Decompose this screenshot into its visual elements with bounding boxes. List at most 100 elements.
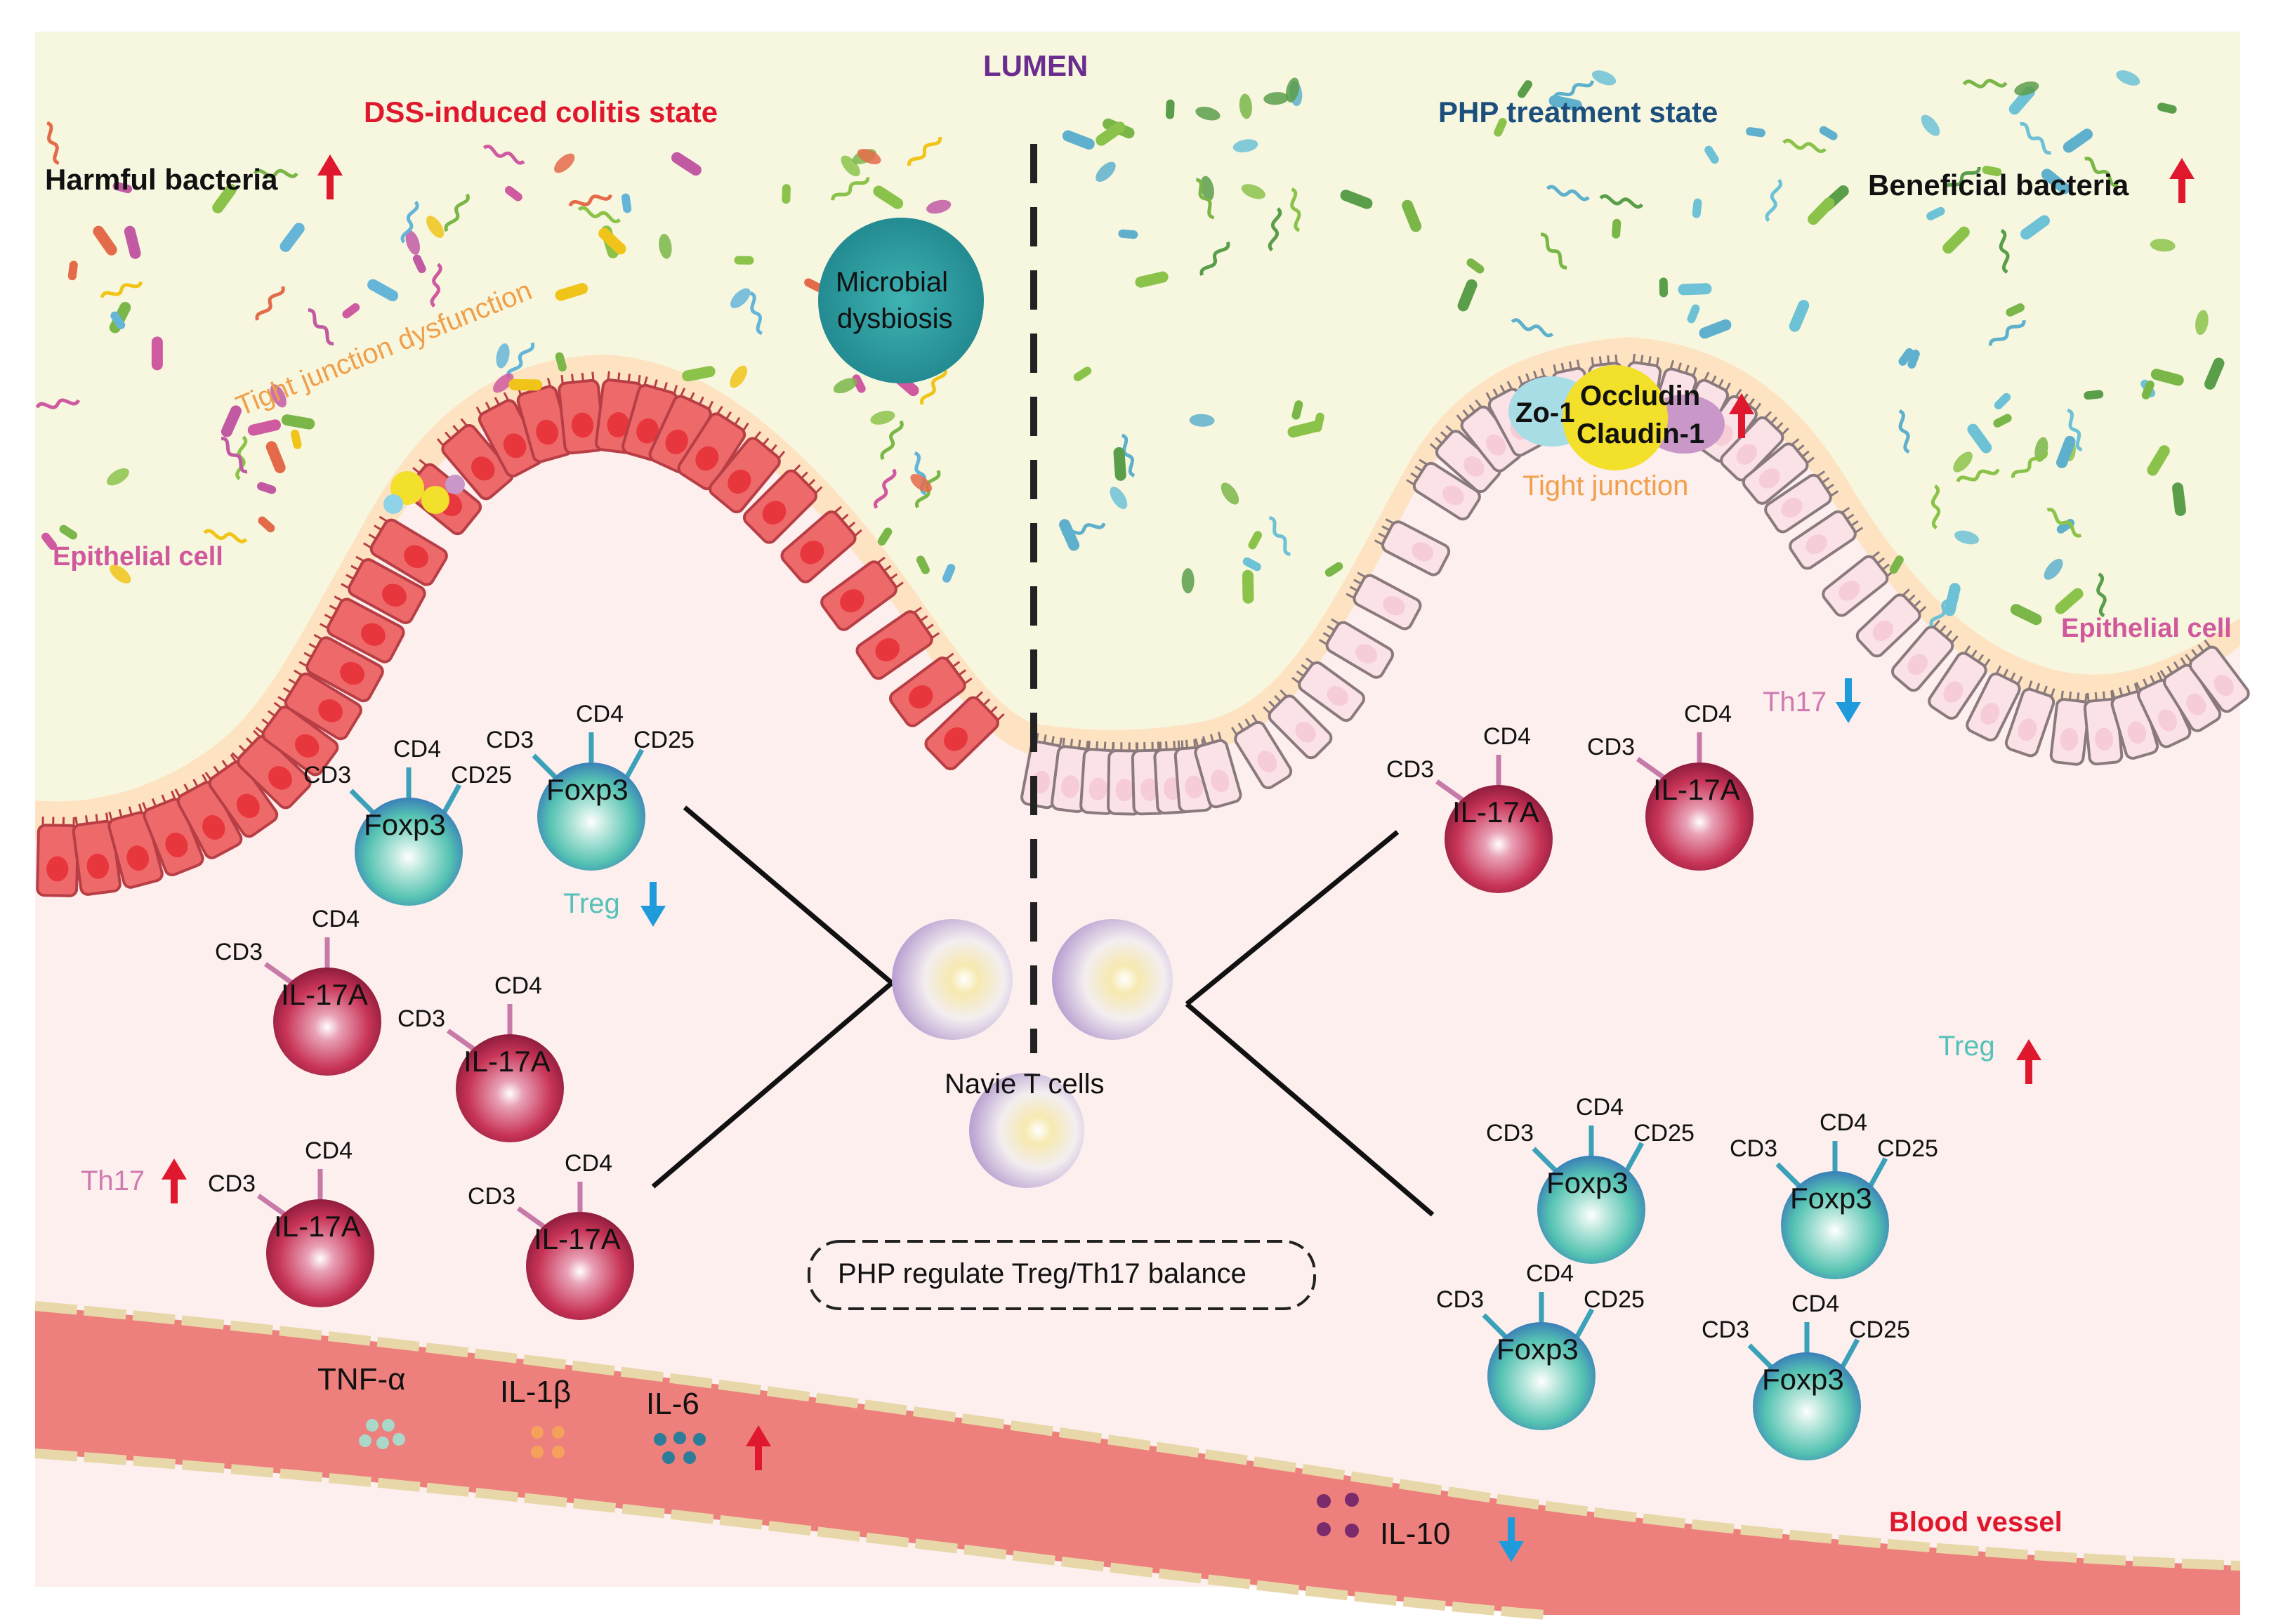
bacterium (405, 230, 420, 255)
bacterium (831, 177, 870, 201)
bacterium (1967, 423, 1992, 454)
healthy-epithelial-cell (1318, 618, 1395, 679)
bacterium (852, 374, 866, 393)
treg-cell (1775, 1141, 1889, 1279)
bacterium (291, 429, 302, 449)
cell-name-label: IL-17A (281, 978, 368, 1011)
cell-name-label: Foxp3 (546, 773, 629, 806)
bacterium (444, 193, 470, 232)
bacterium (621, 193, 632, 213)
healthy-epithelial-cell (1291, 657, 1366, 722)
bacterium (730, 288, 751, 308)
bacterium (1907, 349, 1920, 369)
bacterium (1285, 77, 1300, 103)
bacterium (734, 256, 754, 265)
bacterium (1195, 106, 1221, 121)
cell-name-label: IL-17A (274, 1210, 361, 1243)
php-state-label: PHP treatment state (1438, 95, 1718, 128)
marker-label: CD25 (1584, 1286, 1645, 1313)
healthy-epithelial-cell (1346, 572, 1422, 631)
bacterium (110, 565, 131, 583)
up-arrow-icon (317, 154, 343, 199)
bacterium (1096, 161, 1116, 182)
inflamed-epithelial-cell (855, 607, 940, 680)
bacteria-cluster (35, 70, 2225, 627)
bacterium (430, 263, 442, 308)
inflamed-epithelial-cell (277, 669, 362, 741)
bacterium (1195, 178, 1215, 220)
bacterium (2014, 81, 2039, 95)
bacterium (221, 405, 242, 437)
healthy-epithelial-cell (2049, 690, 2091, 766)
harmful-bacteria-label: Harmful bacteria (45, 163, 278, 196)
treg-cell (1747, 1322, 1861, 1460)
healthy-epithelial-cell (1194, 732, 1242, 809)
bacterium (482, 145, 525, 165)
bacterium (873, 185, 904, 209)
bacterium (1494, 118, 1507, 137)
bacterium (2084, 390, 2104, 400)
bacterium (1898, 409, 1910, 454)
bacterium (1765, 178, 1782, 223)
bacterium (426, 216, 445, 238)
inflamed-epithelial-cell (204, 753, 279, 838)
th17-cell (1435, 755, 1553, 893)
bacterium (1599, 194, 1644, 209)
cell-name-label: Foxp3 (1762, 1363, 1844, 1396)
bacterium (1268, 516, 1291, 557)
bacterium (253, 169, 298, 178)
bacterium (1466, 258, 1485, 274)
th17-cell (516, 1182, 634, 1320)
inflamed-epithelium (36, 371, 1005, 897)
bacterium (2006, 303, 2025, 317)
bacterium (493, 373, 514, 393)
marker-label: CD25 (1849, 1316, 1910, 1343)
bacterium (1287, 421, 1321, 438)
occludin-protein (1563, 365, 1668, 470)
bacterium (2150, 369, 2184, 386)
bacterium (279, 223, 305, 252)
bacterium (35, 398, 81, 409)
bacterium (258, 516, 275, 533)
down-arrow-icon (1836, 678, 1861, 723)
php-balance-label: PHP regulate Treg/Th17 balance (838, 1258, 1246, 1289)
bacterium (2020, 122, 2052, 155)
up-arrow-icon (1729, 393, 1754, 438)
bacterium (247, 419, 282, 436)
bacterium (577, 206, 621, 223)
il10-label: IL-10 (1380, 1517, 1451, 1551)
connector-treg-left (683, 805, 894, 985)
naive-t-cell (969, 1073, 1084, 1188)
marker-label: CD4 (312, 906, 360, 932)
down-arrow-icon (640, 882, 666, 927)
bacterium (1993, 414, 2012, 428)
th17-label-right: Th17 (1763, 687, 1827, 718)
healthy-epithelial-cell (2004, 680, 2055, 758)
cell-name-label: Foxp3 (1496, 1333, 1579, 1366)
bacterium (1808, 197, 1835, 225)
bacterium (1540, 232, 1567, 270)
bacterium (1518, 80, 1533, 98)
il6-dots (654, 1432, 706, 1464)
microbial-dysbiosis-circle (818, 218, 984, 383)
il6-label: IL-6 (646, 1387, 699, 1421)
bacterium (1402, 199, 1422, 232)
bacterium (2096, 572, 2107, 618)
bacterium (2195, 310, 2209, 336)
bacterium (203, 529, 248, 543)
claudin1-label: Claudin-1 (1577, 418, 1705, 449)
bacterium (1999, 229, 2010, 274)
th17-cell (256, 1169, 374, 1307)
marker-label: CD3 (1436, 1286, 1485, 1313)
bacterium (412, 254, 426, 274)
bacterium (1324, 562, 1343, 577)
bacterium (1242, 569, 1254, 604)
marker-label: CD25 (1877, 1135, 1938, 1162)
bacterium (2150, 239, 2176, 252)
bacterium (1242, 557, 1261, 572)
bacterium (212, 183, 237, 213)
bacterium (2044, 558, 2063, 580)
cell-name-label: Foxp3 (364, 808, 446, 841)
marker-label: CD4 (1791, 1290, 1840, 1317)
